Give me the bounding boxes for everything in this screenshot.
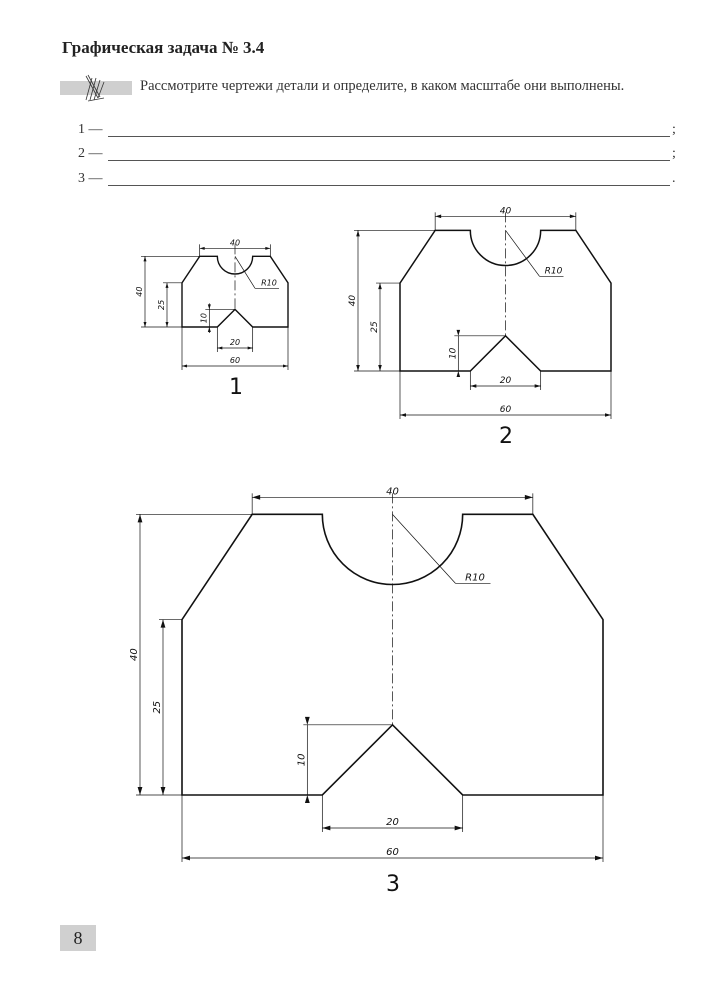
- dimension-top-width: 40: [386, 486, 399, 497]
- dimension-arrow: [207, 327, 211, 332]
- dimension-side-height: 25: [157, 300, 166, 310]
- dimension-arrow: [137, 787, 143, 795]
- answer-label: 3 —: [78, 171, 103, 186]
- dimension-arrow: [207, 304, 211, 310]
- dimension-arrow: [252, 494, 261, 500]
- dimension-arrow: [247, 346, 253, 350]
- dimension-arrow: [534, 384, 541, 388]
- answer-label: 2 —: [78, 146, 103, 161]
- dimension-width: 60: [500, 405, 512, 415]
- answer-row-1: 1 — ;: [78, 122, 678, 142]
- dimension-arrow: [182, 364, 187, 368]
- dimension-arrow: [182, 855, 190, 861]
- dimension-width: 60: [230, 356, 240, 365]
- dimension-arrow: [605, 413, 611, 417]
- answer-input[interactable]: [108, 160, 670, 161]
- dimension-arrow: [524, 494, 533, 500]
- dimension-arrow: [199, 246, 205, 250]
- dimension-height: 40: [348, 295, 358, 307]
- dimension-arrow: [400, 413, 406, 417]
- answer-end: ;: [672, 146, 676, 161]
- page-number: 8: [60, 925, 96, 951]
- dimension-arrow: [470, 384, 477, 388]
- dimension-radius: R10: [545, 266, 563, 276]
- answer-input[interactable]: [108, 136, 670, 137]
- dimension-top-width: 40: [500, 206, 512, 216]
- pencil-hatch-icon: [60, 74, 132, 102]
- dimension-arrow: [165, 322, 169, 327]
- dimension-arrow: [356, 230, 360, 237]
- dimension-notch-height: 10: [296, 754, 307, 767]
- part-outline: [181, 255, 289, 328]
- dimension-arrow: [595, 855, 603, 861]
- dimension-notch-width: 20: [386, 817, 399, 828]
- dimension-arrow: [454, 825, 463, 831]
- dimension-arrow: [304, 795, 310, 803]
- dimension-arrow: [160, 619, 166, 628]
- dimension-height: 40: [129, 648, 140, 661]
- dimension-top-width: 40: [230, 238, 240, 247]
- dimension-radius: R10: [261, 278, 277, 287]
- dimension-arrow: [456, 329, 461, 336]
- dimension-arrow: [283, 364, 288, 368]
- dimension-arrow: [569, 214, 576, 219]
- dimension-arrow: [165, 282, 169, 288]
- figure-label-2: 2: [499, 424, 513, 449]
- dimension-side-height: 25: [370, 321, 380, 333]
- radius-leader: [392, 514, 456, 584]
- answer-input[interactable]: [108, 185, 670, 186]
- answer-end: ;: [672, 122, 676, 137]
- dimension-arrow: [160, 787, 166, 795]
- dimension-arrow: [137, 514, 143, 523]
- radius-leader: [234, 256, 256, 289]
- dimension-arrow: [456, 371, 461, 377]
- dimension-notch-width: 20: [230, 338, 240, 347]
- dimension-arrow: [143, 322, 147, 327]
- dimension-height: 40: [135, 287, 144, 297]
- part-outline: [399, 229, 612, 372]
- dimension-side-height: 25: [152, 701, 163, 714]
- answer-row-3: 3 — .: [78, 171, 678, 191]
- dimension-arrow: [356, 365, 360, 371]
- dimension-arrow: [378, 283, 382, 290]
- dimension-arrow: [435, 214, 442, 219]
- answer-row-2: 2 — ;: [78, 146, 678, 166]
- task-instruction: Рассмотрите чертежи детали и определите,…: [140, 78, 625, 94]
- dimension-arrow: [143, 256, 147, 262]
- radius-leader: [505, 230, 540, 277]
- dimension-arrow: [217, 346, 223, 350]
- dimension-width: 60: [386, 847, 399, 858]
- dimension-arrow: [265, 246, 271, 250]
- dimension-notch-width: 20: [500, 376, 512, 386]
- answer-label: 1 —: [78, 122, 103, 137]
- page-title: Графическая задача № 3.4: [62, 38, 265, 57]
- dimension-arrow: [378, 365, 382, 371]
- dimension-arrow: [322, 825, 331, 831]
- dimension-arrow: [304, 716, 310, 725]
- part-outline: [181, 513, 604, 796]
- answer-end: .: [672, 171, 676, 186]
- dimension-notch-height: 10: [448, 347, 458, 359]
- figure-label-3: 3: [386, 872, 400, 897]
- figure-label-1: 1: [229, 375, 243, 400]
- dimension-radius: R10: [465, 572, 485, 583]
- dimension-notch-height: 10: [199, 313, 208, 323]
